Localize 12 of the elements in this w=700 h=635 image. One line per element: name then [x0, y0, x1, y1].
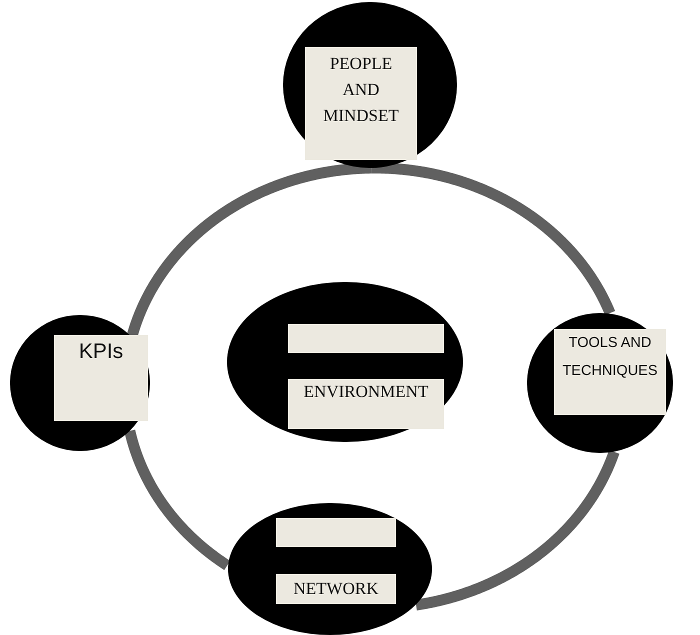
label-box [54, 335, 148, 421]
node-label: NETWORK [292, 578, 380, 600]
empty-box [288, 324, 444, 353]
empty-box [276, 518, 396, 547]
node-label: PEOPLE AND MINDSET [322, 53, 400, 127]
label-box [276, 574, 396, 604]
node-label: ENVIRONMENT [302, 381, 430, 403]
node-label: KPIs [78, 339, 124, 365]
label-box [288, 379, 444, 429]
label-box [305, 47, 417, 160]
node-label: TOOLS AND TECHNIQUES [561, 334, 659, 381]
label-box [554, 329, 666, 415]
